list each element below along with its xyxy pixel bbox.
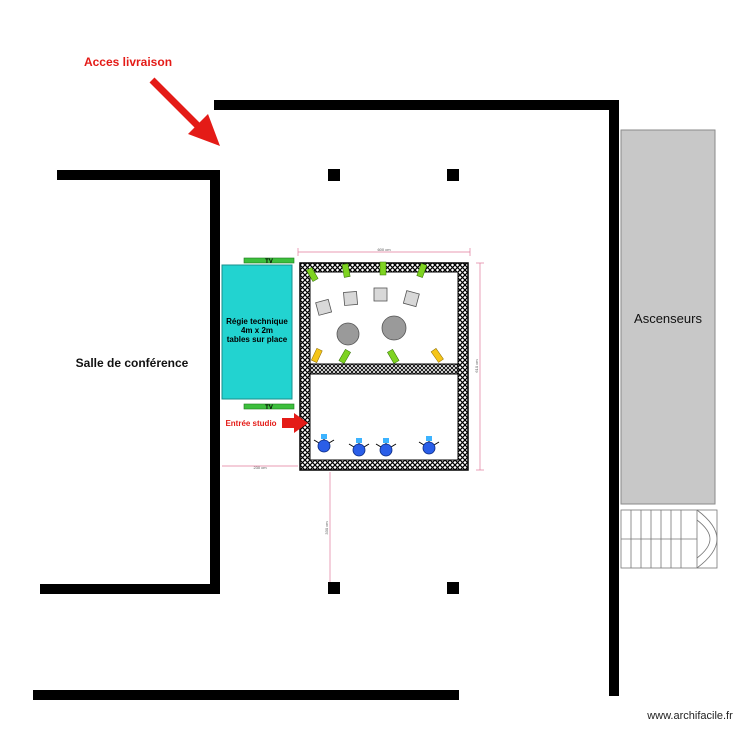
control-room-label-2: 4m x 2m [241,326,273,335]
spotlight-icon [306,266,319,282]
right-outer-wall [609,100,619,696]
dimension-studio-width: 600 cm [377,247,391,252]
tv-label: TV [265,259,273,265]
elevators-block [620,129,716,505]
studio-divider [309,363,459,375]
delivery-arrow-icon [149,77,220,146]
stairs [620,509,718,569]
chair-icon [402,290,420,308]
dimension-studio-depth: 610 cm [474,359,479,373]
tv-icon: TV [243,257,295,265]
dimension-control-offset: 230 cm [253,465,267,470]
spotlight-icon [416,263,428,278]
control-room-label-3: tables sur place [227,335,288,344]
spotlight-icon [341,263,351,278]
spotlight-icon [379,261,387,276]
spotlight-icon [310,347,323,363]
conference-top-wall [57,170,220,180]
conference-room-label: Salle de conférence [76,356,189,370]
dimension-lines [222,248,484,582]
round-table [336,322,360,346]
conference-bottom-wall [40,584,220,594]
studio-entrance-label: Entrée studio [225,419,276,428]
spotlight-icon [430,348,444,363]
control-room-label-1: Régie technique [226,317,288,326]
round-table [381,315,407,341]
elevators-label: Ascenseurs [634,311,702,326]
camera-icon [375,438,397,457]
tables [336,315,407,346]
chairs [315,287,420,316]
chair-icon [373,287,388,302]
pillar [447,169,459,181]
chair-icon [343,290,359,306]
top-wall [214,100,619,110]
conference-right-wall [210,170,220,594]
pillars [328,169,459,594]
spotlight-icon [387,348,400,364]
pillar [328,582,340,594]
delivery-access-label: Acces livraison [84,55,172,69]
camera-icon [313,434,335,453]
pillar [328,169,340,181]
chair-icon [315,298,333,316]
bottom-wall [33,690,459,700]
control-room [221,264,293,400]
cameras [313,434,440,457]
camera-icon [348,438,370,457]
dimension-pillar-gap: 330 cm [324,521,329,535]
tv-icon: TV [243,403,295,411]
studio-set-area [309,271,459,365]
building-walls [33,100,619,700]
spotlights [306,261,444,364]
camera-icon [418,436,440,455]
pillar [447,582,459,594]
tv-label: TV [265,405,273,411]
watermark: www.archifacile.fr [646,710,733,722]
spotlight-icon [338,348,351,364]
entrance-arrow-icon [282,413,308,433]
